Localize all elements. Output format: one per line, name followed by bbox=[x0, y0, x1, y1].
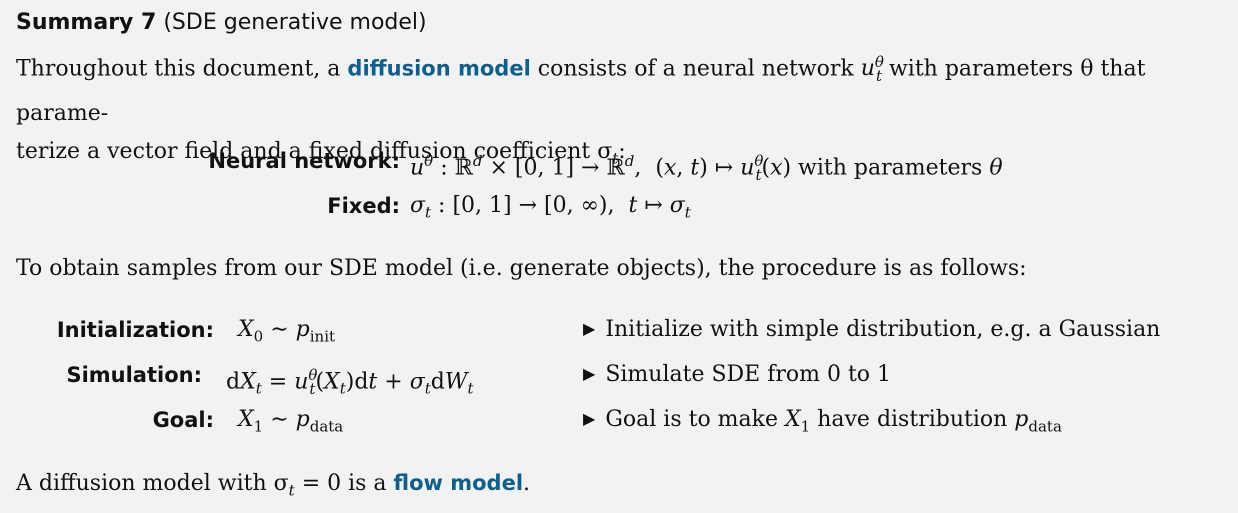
initialization-label: Initialization: bbox=[56, 318, 214, 342]
triangle-bullet-icon: ▶ bbox=[583, 409, 596, 428]
goal-note: ▶Goal is to make X1 have distribution pd… bbox=[583, 407, 1062, 436]
simulation-formula: dXt = uθt(Xt)dt + σtdWt bbox=[226, 366, 474, 398]
fixed-label: Fixed: bbox=[327, 194, 400, 218]
fixed-formula: σt : [0, 1] → [0, ∞), t ↦ σt bbox=[410, 193, 691, 222]
intro-text-2: consists of a neural network bbox=[530, 56, 861, 82]
neural-network-formula: uθ : ℝd × [0, 1] → ℝd, (x, t) ↦ uθt(x) w… bbox=[410, 152, 1003, 184]
neural-network-label: Neural network: bbox=[208, 149, 400, 173]
flow-model-keyword: flow model bbox=[393, 471, 524, 495]
summary-title-bold: Summary 7 bbox=[16, 10, 157, 35]
closing-paragraph: A diffusion model with σt = 0 is a flow … bbox=[16, 471, 531, 500]
intro-paragraph: Throughout this document, a diffusion mo… bbox=[16, 53, 1146, 168]
simulation-note: ▶Simulate SDE from 0 to 1 bbox=[583, 362, 892, 387]
diffusion-model-keyword: diffusion model bbox=[347, 56, 531, 81]
summary-title-rest: (SDE generative model) bbox=[156, 10, 427, 35]
initialization-note: ▶Initialize with simple distribution, e.… bbox=[583, 317, 1161, 342]
triangle-bullet-icon: ▶ bbox=[583, 364, 596, 383]
initialization-formula: X0 ∼ pinit bbox=[238, 317, 336, 346]
procedure-intro: To obtain samples from our SDE model (i.… bbox=[16, 256, 1027, 281]
intro-math-u: uθt bbox=[860, 53, 884, 85]
summary-title: Summary 7 (SDE generative model) bbox=[16, 8, 427, 38]
goal-formula: X1 ∼ pdata bbox=[238, 407, 344, 436]
triangle-bullet-icon: ▶ bbox=[583, 319, 596, 338]
intro-text-3: with parameters θ that parame- bbox=[16, 56, 1146, 126]
simulation-label: Simulation: bbox=[66, 363, 202, 387]
intro-line-2: terize a vector field and a fixed diffus… bbox=[16, 138, 613, 164]
intro-text-1: Throughout this document, a bbox=[16, 56, 348, 82]
goal-label: Goal: bbox=[152, 408, 214, 432]
